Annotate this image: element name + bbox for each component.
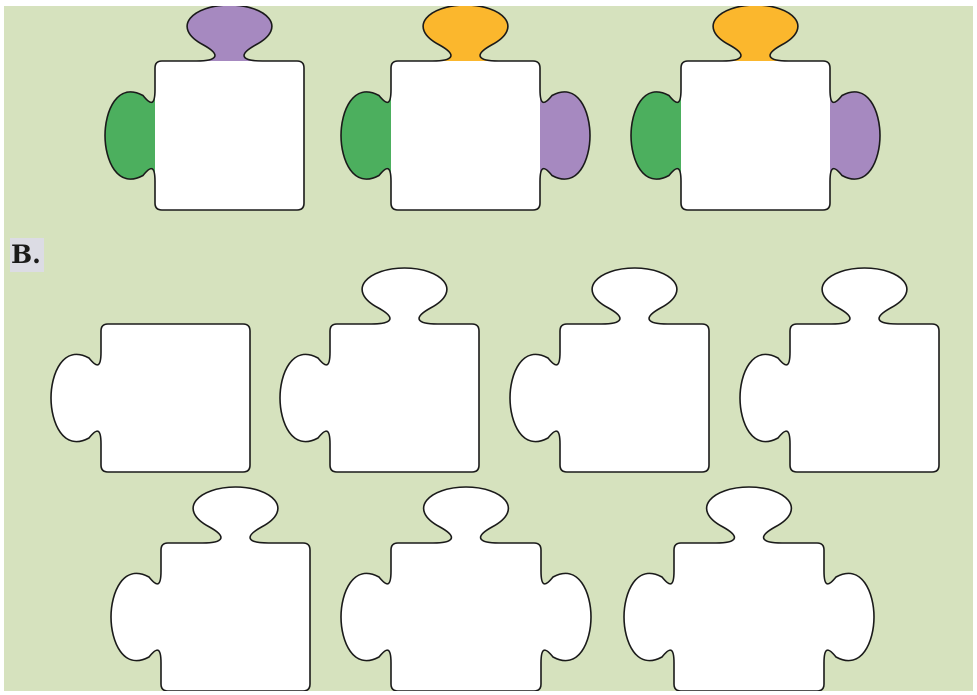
puzzle-board: B.: [4, 6, 973, 691]
top-tab-purple: [95, 6, 364, 61]
top-tab-orange: [621, 6, 890, 61]
section-a-piece-3[interactable]: [621, 6, 890, 220]
section-b-piece-6[interactable]: [341, 487, 591, 691]
piece-body: [51, 324, 250, 472]
section-b-piece-4[interactable]: [740, 268, 939, 472]
left-tab-green: [95, 51, 155, 220]
left-tab-green: [621, 51, 681, 220]
section-b-piece-2[interactable]: [280, 268, 479, 472]
section-a-piece-2[interactable]: [331, 6, 600, 220]
top-tab-orange: [331, 6, 600, 61]
piece-body: [341, 487, 591, 691]
right-tab-purple: [540, 51, 600, 220]
section-b-label: B.: [10, 238, 44, 272]
left-tab-green: [331, 51, 391, 220]
section-b-piece-5[interactable]: [111, 487, 310, 691]
section-a-piece-1[interactable]: [95, 6, 364, 220]
right-tab-purple: [830, 51, 890, 220]
section-b-piece-1[interactable]: [51, 324, 250, 472]
puzzle-pieces-canvas: [4, 6, 973, 691]
piece-body: [624, 487, 874, 691]
section-b-piece-3[interactable]: [510, 268, 709, 472]
section-b-piece-7[interactable]: [624, 487, 874, 691]
